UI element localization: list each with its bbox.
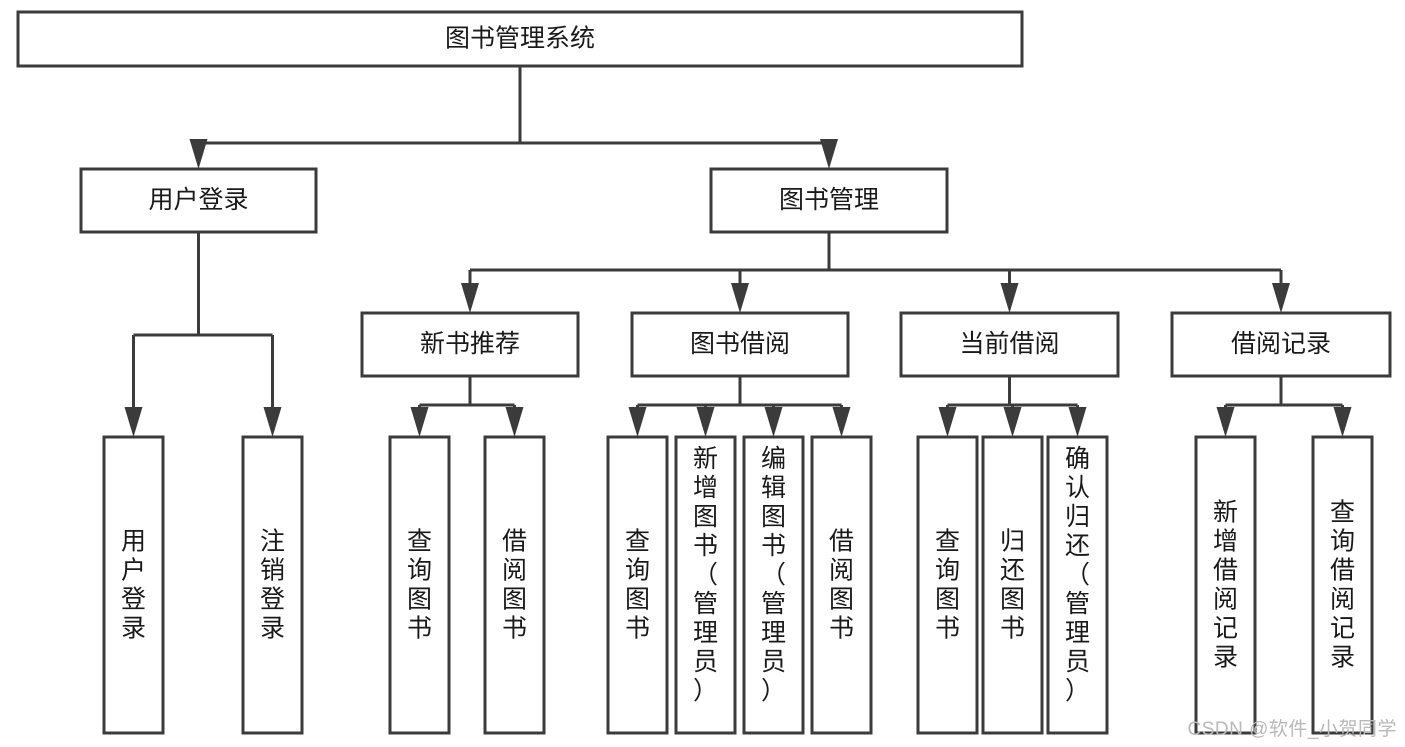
- node-box: [709, 167, 949, 234]
- arrow-head-icon: [938, 407, 957, 437]
- node-confirm-return-admin[interactable]: 确认归还（管理员）: [1046, 435, 1109, 735]
- node-label: 确认归还（管理员）: [1065, 445, 1090, 705]
- node-book-borrow[interactable]: 图书借阅: [630, 311, 850, 378]
- connector-layer: [124, 66, 1352, 437]
- node-label: 注销登录: [260, 528, 285, 643]
- arrow-head-icon: [1003, 407, 1022, 437]
- node-box: [360, 311, 580, 378]
- node-borrow-book-2[interactable]: 借阅图书: [810, 435, 873, 735]
- arrow-head-icon: [189, 139, 208, 169]
- node-box: [102, 435, 165, 735]
- arrow-head-icon: [731, 283, 749, 313]
- node-box: [388, 435, 451, 735]
- node-label: 借阅图书: [829, 528, 854, 643]
- arrow-head-icon: [1272, 283, 1290, 313]
- node-label: 图书管理: [779, 186, 879, 214]
- node-book-manage[interactable]: 图书管理: [709, 167, 949, 234]
- arrow-head-icon: [124, 407, 143, 437]
- node-add-book-admin[interactable]: 新增图书（管理员）: [674, 435, 737, 735]
- node-box: [981, 435, 1044, 735]
- node-query-book-2[interactable]: 查询图书: [606, 435, 669, 735]
- arrow-head-icon: [628, 407, 647, 437]
- node-box: [899, 311, 1120, 378]
- node-query-borrow-record[interactable]: 查询借阅记录: [1311, 435, 1374, 735]
- node-box: [483, 435, 546, 735]
- arrow-head-icon: [1000, 283, 1019, 313]
- node-query-book-3[interactable]: 查询图书: [916, 435, 979, 735]
- arrow-head-icon: [820, 139, 838, 169]
- node-label: 归还图书: [1000, 528, 1025, 643]
- node-box: [1046, 435, 1109, 735]
- node-borrow-book-1[interactable]: 借阅图书: [483, 435, 546, 735]
- node-box: [606, 435, 669, 735]
- arrow-head-icon: [505, 407, 524, 437]
- arrow-head-icon: [696, 407, 715, 437]
- node-borrow-record[interactable]: 借阅记录: [1170, 311, 1392, 378]
- arrow-head-icon: [1068, 407, 1087, 437]
- node-box: [810, 435, 873, 735]
- arrow-head-icon: [1333, 407, 1352, 437]
- node-box: [916, 435, 979, 735]
- node-user-logout[interactable]: 注销登录: [241, 435, 304, 735]
- node-box: [1170, 311, 1392, 378]
- node-label: 查询图书: [407, 528, 432, 643]
- node-label: 新增图书（管理员）: [693, 445, 718, 705]
- arrow-head-icon: [764, 407, 783, 437]
- node-layer: 图书管理系统用户登录图书管理新书推荐图书借阅当前借阅借阅记录用户登录注销登录查询…: [16, 10, 1392, 735]
- arrow-head-icon: [410, 407, 429, 437]
- node-label: 查询借阅记录: [1330, 499, 1355, 672]
- node-label: 用户登录: [148, 186, 248, 214]
- node-box: [630, 311, 850, 378]
- node-box: [241, 435, 304, 735]
- node-box: [79, 167, 318, 234]
- arrow-head-icon: [263, 407, 282, 437]
- node-label: 新增借阅记录: [1213, 499, 1238, 672]
- node-label: 借阅记录: [1231, 330, 1331, 358]
- node-label: 编辑图书（管理员）: [761, 445, 786, 705]
- node-label: 新书推荐: [420, 330, 520, 358]
- arrow-head-icon: [832, 407, 851, 437]
- node-box: [16, 10, 1024, 68]
- node-label: 用户登录: [121, 528, 146, 643]
- node-add-borrow-record[interactable]: 新增借阅记录: [1194, 435, 1257, 735]
- node-label: 图书管理系统: [445, 25, 595, 53]
- node-return-book[interactable]: 归还图书: [981, 435, 1044, 735]
- arrow-head-icon: [461, 283, 479, 313]
- node-label: 借阅图书: [502, 528, 527, 643]
- node-box: [742, 435, 805, 735]
- node-current-borrow[interactable]: 当前借阅: [899, 311, 1120, 378]
- node-box: [1194, 435, 1257, 735]
- node-label: 查询图书: [625, 528, 650, 643]
- arrow-head-icon: [1216, 407, 1235, 437]
- node-query-book-1[interactable]: 查询图书: [388, 435, 451, 735]
- node-box: [674, 435, 737, 735]
- node-box: [1311, 435, 1374, 735]
- node-label: 图书借阅: [690, 330, 790, 358]
- node-new-book-recommend[interactable]: 新书推荐: [360, 311, 580, 378]
- node-root[interactable]: 图书管理系统: [16, 10, 1024, 68]
- node-user-login-do[interactable]: 用户登录: [102, 435, 165, 735]
- node-label: 当前借阅: [959, 330, 1059, 358]
- node-edit-book-admin[interactable]: 编辑图书（管理员）: [742, 435, 805, 735]
- node-user-login[interactable]: 用户登录: [79, 167, 318, 234]
- node-label: 查询图书: [935, 528, 960, 643]
